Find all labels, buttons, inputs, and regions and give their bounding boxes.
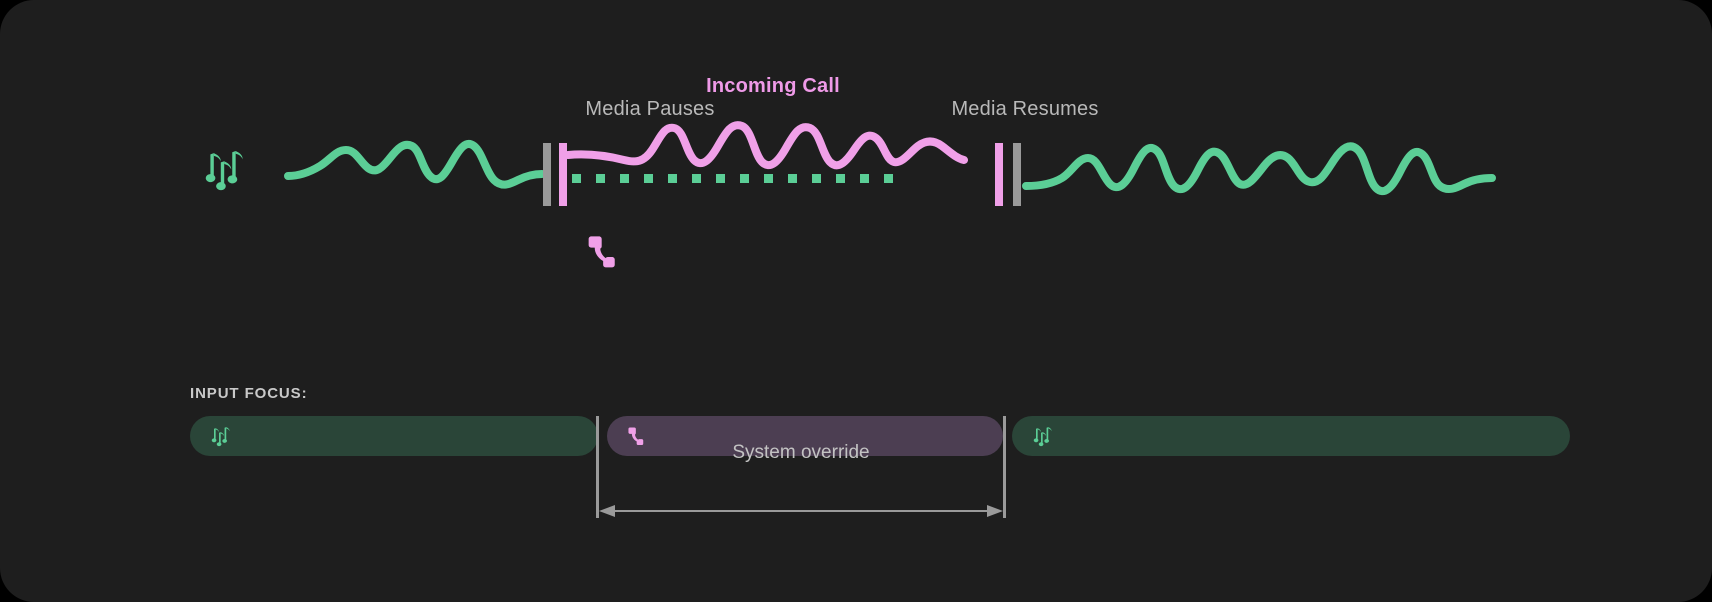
system-override-bracket: System override bbox=[596, 416, 1006, 526]
resume-marker-pink-right bbox=[995, 143, 1003, 206]
override-measure-arrow bbox=[596, 416, 1006, 518]
timeline-waveform-graphic bbox=[205, 121, 1496, 268]
music-notes-icon bbox=[205, 150, 243, 191]
input-focus-track bbox=[190, 416, 1570, 456]
timeline-panel: Media Pauses Incoming Call Media Resumes bbox=[205, 75, 1496, 268]
resume-marker-gray-right bbox=[1013, 143, 1021, 206]
label-media-resumes: Media Resumes bbox=[951, 98, 1099, 120]
media-waveform-after bbox=[1022, 142, 1496, 196]
focus-segment-media-after[interactable] bbox=[1012, 416, 1570, 456]
focus-segment-call[interactable] bbox=[607, 416, 1003, 456]
phone-call-icon bbox=[588, 236, 615, 268]
muted-media-dots bbox=[572, 174, 893, 183]
system-override-label: System override bbox=[732, 442, 870, 463]
phone-call-icon bbox=[628, 426, 644, 445]
music-notes-icon bbox=[1033, 427, 1052, 447]
label-media-pauses: Media Pauses bbox=[585, 98, 715, 120]
focus-segment-media-before[interactable] bbox=[190, 416, 598, 456]
music-notes-icon bbox=[211, 427, 230, 447]
pause-marker-gray-left bbox=[543, 143, 551, 206]
pause-marker-pink-left bbox=[559, 143, 567, 206]
media-waveform-before bbox=[284, 140, 546, 189]
label-incoming-call: Incoming Call bbox=[706, 75, 840, 97]
input-focus-heading: INPUT FOCUS: bbox=[190, 385, 308, 402]
call-waveform bbox=[564, 121, 968, 170]
